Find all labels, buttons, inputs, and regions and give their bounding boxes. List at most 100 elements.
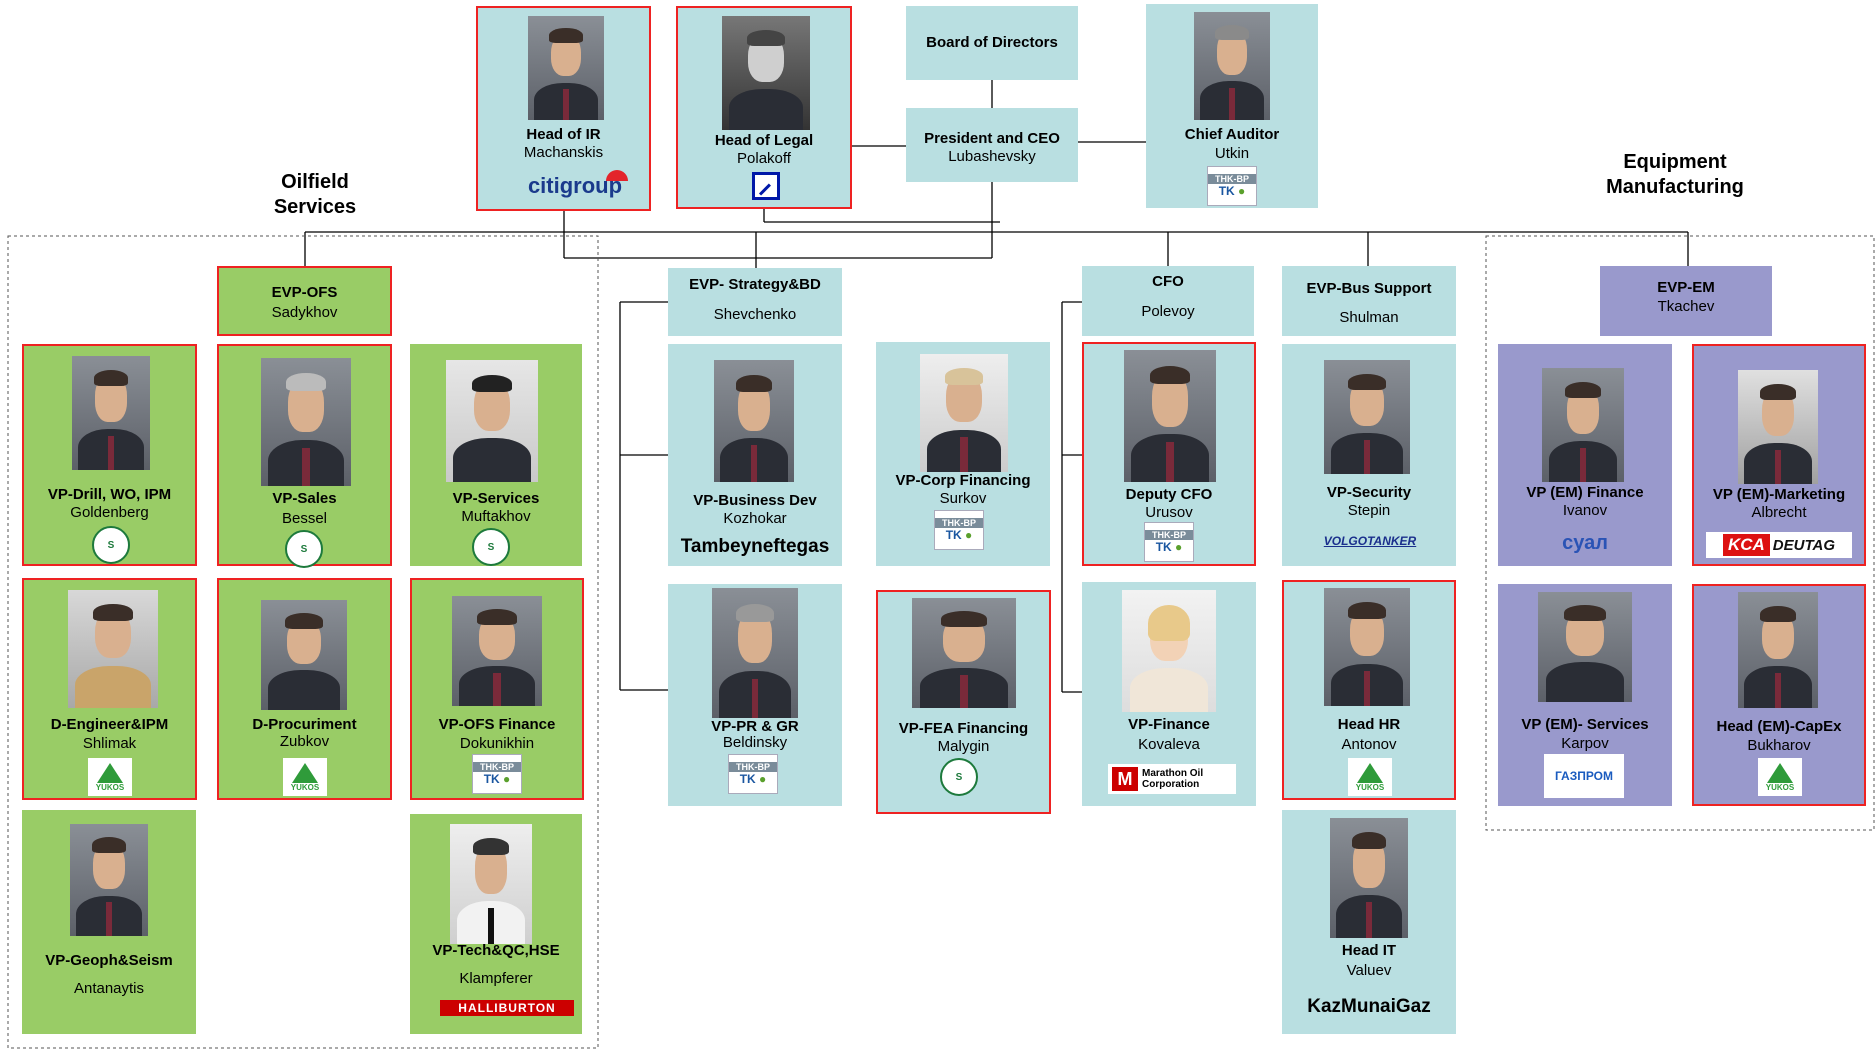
yukos-text: YUKOS — [1765, 782, 1795, 792]
tnk-bp-logo: THK-BP TK ● — [472, 754, 522, 794]
ir-title: Head of IR — [526, 126, 601, 143]
drill-name: Goldenberg — [70, 504, 149, 521]
ofsfin-title: VP-OFS Finance — [438, 716, 556, 733]
heading-oilfield-services: Oilfield Services — [255, 170, 375, 220]
ir-photo — [528, 16, 604, 120]
busdev-title: VP-Business Dev — [693, 492, 817, 509]
capex-photo — [1738, 592, 1818, 708]
geoph-photo — [70, 824, 148, 936]
seal-text: S — [300, 543, 308, 555]
head-em-capex-box: Head (EM)-CapEx Bukharov YUKOS — [1692, 584, 1866, 806]
heading-equipment-manufacturing: Equipment Manufacturing — [1590, 150, 1760, 200]
ceo-box: President and CEO Lubashevsky — [906, 108, 1078, 182]
drill-title: VP-Drill, WO, IPM — [47, 486, 172, 503]
tnk-bp-logo: THK-BP TK ● — [1144, 522, 1194, 562]
fea-name: Malygin — [937, 738, 990, 755]
pr-photo — [712, 588, 798, 718]
tnk-bp-top-text: THK-BP — [1208, 174, 1256, 184]
auditor-photo — [1194, 12, 1270, 120]
tech-title: VP-Tech&QC,HSE — [432, 942, 560, 959]
tnk-bp-bottom-text: TK ● — [483, 772, 511, 786]
corpfin-name: Surkov — [939, 490, 987, 507]
tech-name: Klampferer — [459, 970, 533, 987]
tnk-text: TK — [1218, 184, 1235, 198]
emfin-title: VP (EM) Finance — [1526, 484, 1644, 501]
evp-strategy-title: EVP- Strategy&BD — [689, 276, 821, 293]
deputy-cfo-box: Deputy CFO Urusov THK-BP TK ● — [1082, 342, 1256, 566]
head-hr-box: Head HR Antonov YUKOS — [1282, 580, 1456, 800]
fea-photo — [912, 598, 1016, 708]
security-name: Stepin — [1347, 502, 1391, 519]
head-of-legal-box: Head of Legal Polakoff — [676, 6, 852, 209]
services-photo — [446, 360, 538, 482]
tnk-bp-bottom-text: TK ● — [1155, 540, 1183, 554]
fea-title: VP-FEA Financing — [898, 720, 1029, 737]
vp-services-box: VP-Services Muftakhov S — [410, 344, 582, 566]
vpfinance-name: Kovaleva — [1138, 736, 1200, 753]
board-of-directors-box: Board of Directors — [906, 6, 1078, 80]
seal-logo: S — [92, 526, 130, 564]
evp-em-box: EVP-EM Tkachev — [1600, 266, 1772, 336]
evp-ofs-name: Sadykhov — [271, 304, 338, 321]
hr-name: Antonov — [1341, 736, 1397, 753]
marathon-text: Marathon Oil Corporation — [1142, 768, 1204, 790]
evp-em-title: EVP-EM — [1657, 279, 1715, 296]
vpfinance-title: VP-Finance — [1128, 716, 1210, 733]
tnk-bp-top-text: THK-BP — [1145, 530, 1193, 540]
vp-fea-financing-box: VP-FEA Financing Malygin S — [876, 590, 1051, 814]
seal-text: S — [955, 771, 963, 783]
vp-em-finance-box: VP (EM) Finance Ivanov суал — [1498, 344, 1672, 566]
legal-name: Polakoff — [737, 150, 791, 167]
sales-title: VP-Sales — [272, 490, 337, 507]
engineer-photo — [68, 590, 158, 708]
capex-name: Bukharov — [1747, 737, 1811, 754]
drill-photo — [72, 356, 150, 470]
capex-title: Head (EM)-CapEx — [1716, 718, 1842, 735]
ceo-title: President and CEO — [924, 130, 1060, 147]
deutsche-bank-logo — [752, 172, 780, 200]
engineer-name: Shlimak — [82, 735, 137, 752]
seal-logo: S — [472, 528, 510, 566]
vp-security-box: VP-Security Stepin VOLGOTANKER — [1282, 344, 1456, 566]
yukos-logo: YUKOS — [88, 758, 132, 796]
busdev-photo — [714, 360, 794, 482]
evp-bus-support-box: EVP-Bus Support Shulman — [1282, 266, 1456, 336]
engineer-title: D-Engineer&IPM — [50, 716, 169, 733]
it-photo — [1330, 818, 1408, 938]
vp-tech-box: VP-Tech&QC,HSE Klampferer HALLIBURTON — [410, 814, 582, 1034]
cfo-box: CFO Polevoy — [1082, 266, 1254, 336]
pr-name: Beldinsky — [722, 734, 788, 751]
ofsfin-photo — [452, 596, 542, 706]
gazprom-logo: ГАЗПРОМ — [1544, 754, 1624, 798]
tnk-text: TK — [483, 772, 500, 786]
tnk-text: TK — [1155, 540, 1172, 554]
tnk-bp-bottom-text: TK ● — [739, 772, 767, 786]
tech-photo — [450, 824, 532, 944]
sual-logo: суал — [1562, 531, 1608, 554]
emserv-title: VP (EM)- Services — [1521, 716, 1649, 733]
head-of-ir-box: Head of IR Machanskis citigroup — [476, 6, 651, 211]
emmkt-title: VP (EM)-Marketing — [1712, 486, 1846, 503]
evp-bus-name: Shulman — [1339, 309, 1399, 326]
marathon-logo: M Marathon Oil Corporation — [1108, 764, 1236, 794]
vpfinance-photo — [1122, 590, 1216, 712]
chief-auditor-box: Chief Auditor Utkin THK-BP TK ● — [1146, 4, 1318, 208]
ceo-name: Lubashevsky — [948, 148, 1036, 165]
kca-text: KCA — [1722, 534, 1770, 556]
it-company: KazMunaiGaz — [1307, 996, 1431, 1017]
evp-em-name: Tkachev — [1657, 298, 1715, 315]
procurement-title: D-Procuriment — [252, 716, 357, 733]
it-title: Head IT — [1341, 942, 1397, 959]
board-label: Board of Directors — [926, 34, 1058, 51]
yukos-text: YUKOS — [95, 782, 125, 792]
geoph-name: Antanaytis — [73, 980, 145, 997]
kca-deutag-logo: KCA DEUTAG — [1706, 532, 1852, 558]
heading-equipment-line2: Manufacturing — [1606, 176, 1744, 198]
cfo-title: CFO — [1152, 273, 1184, 290]
tnk-bp-logo: THK-BP TK ● — [1207, 166, 1257, 206]
yukos-text: YUKOS — [290, 782, 320, 792]
security-photo — [1324, 360, 1410, 474]
evp-bus-title: EVP-Bus Support — [1306, 280, 1432, 297]
vp-business-dev-box: VP-Business Dev Kozhokar Tambeyneftegas — [668, 344, 842, 566]
